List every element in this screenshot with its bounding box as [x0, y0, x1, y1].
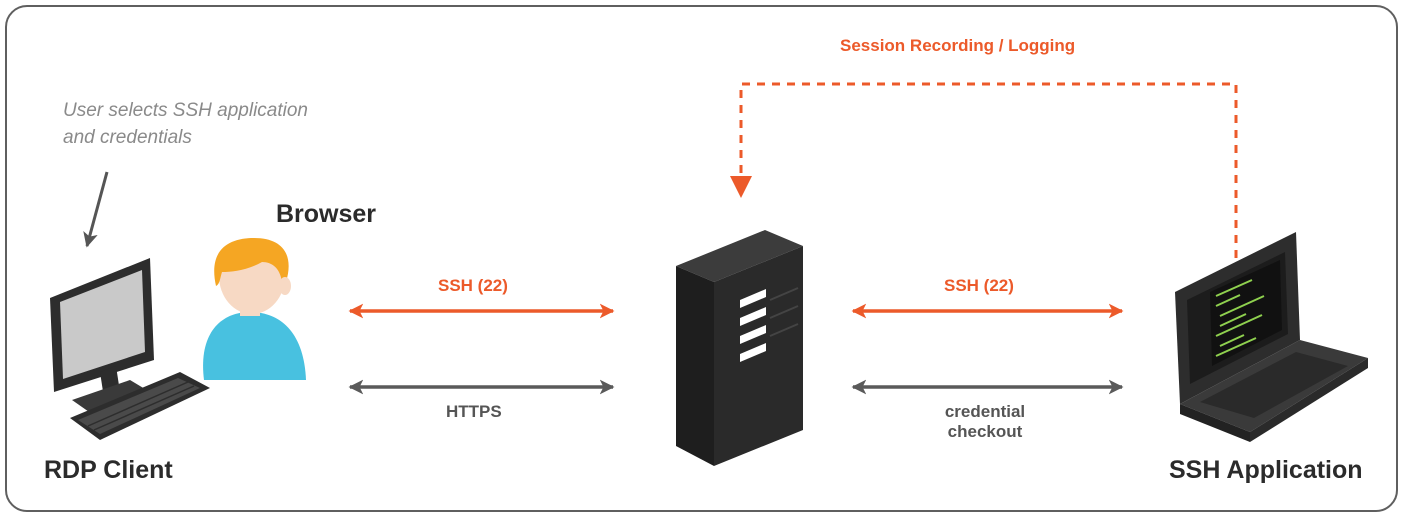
session-recording-line [739, 82, 1238, 258]
laptop-icon [1175, 232, 1368, 442]
left-https-label: HTTPS [446, 402, 502, 421]
desktop-computer-icon [50, 258, 210, 440]
left-ssh-label: SSH (22) [438, 276, 508, 295]
user-note: User selects SSH application and credent… [63, 98, 308, 151]
server-tower-icon [676, 230, 803, 466]
right-credential-line2: checkout [947, 421, 1023, 441]
note-pointer-arrow [83, 171, 109, 248]
ssh-application-label: SSH Application [1169, 456, 1363, 484]
session-recording-label: Session Recording / Logging [840, 36, 1076, 55]
user-note-line1: User selects SSH application [63, 100, 308, 121]
session-recording-arrowhead [730, 176, 752, 198]
user-note-line2: and credentials [63, 126, 192, 148]
right-ssh-label: SSH (22) [944, 276, 1014, 295]
rdp-client-label: RDP Client [44, 456, 173, 484]
diagram-frame [5, 5, 1398, 512]
right-credential-label: credential checkout [935, 402, 1035, 441]
user-icon [203, 238, 306, 380]
browser-label: Browser [276, 200, 377, 228]
right-credential-line1: credential [944, 402, 1026, 421]
